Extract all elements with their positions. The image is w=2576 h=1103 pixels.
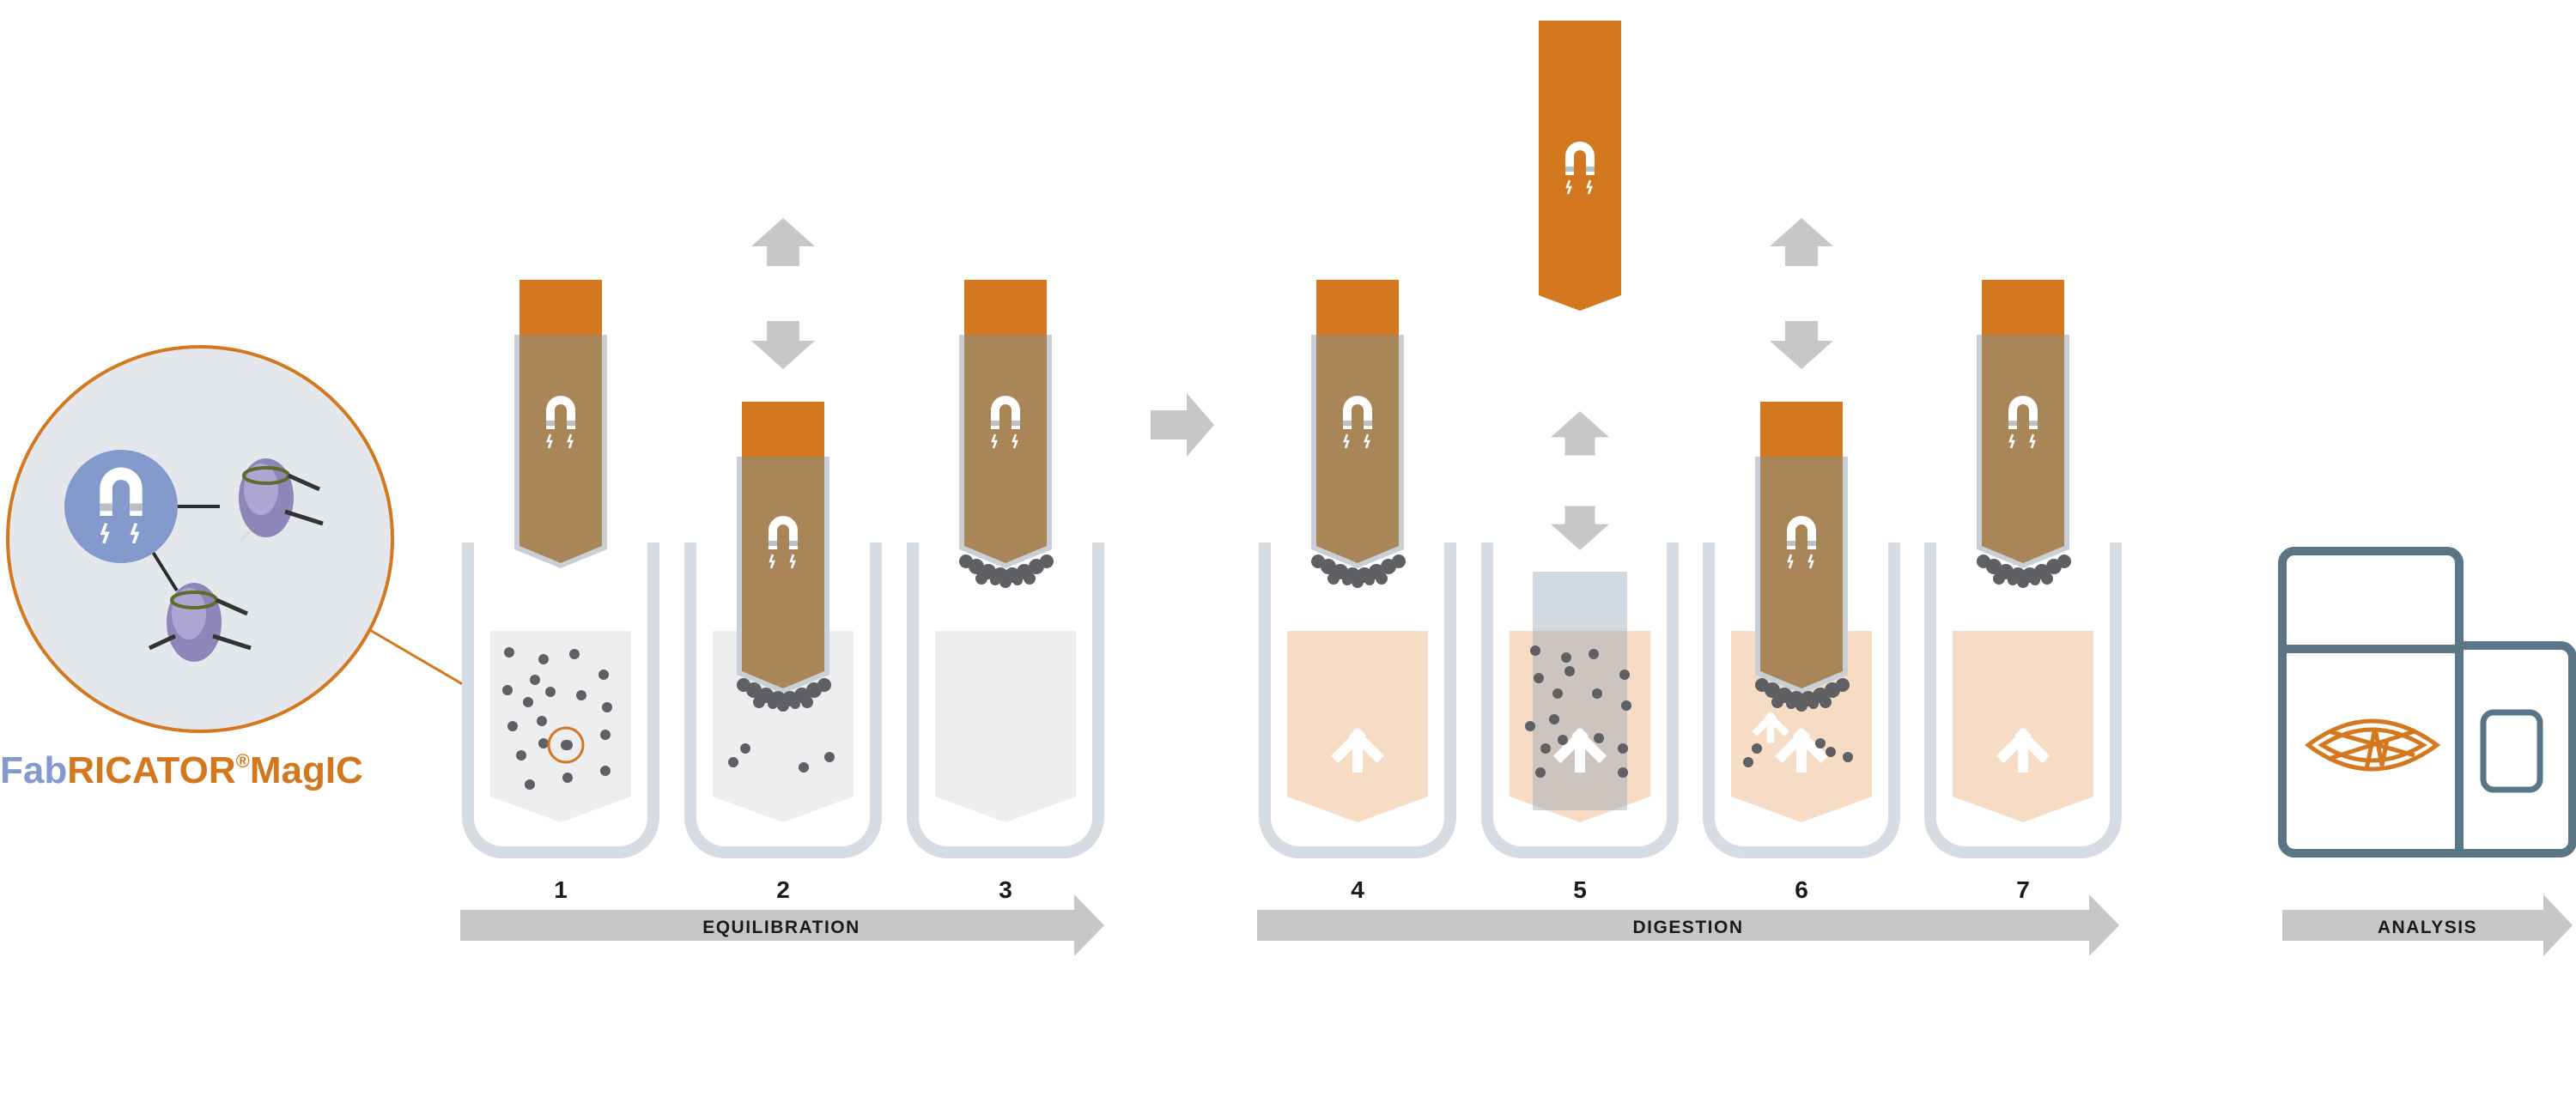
enzyme-icon — [239, 458, 324, 542]
brand-logo: FabRICATOR®MagIC — [0, 749, 363, 791]
step-number-5: 5 — [1573, 876, 1587, 903]
magnetic-rod-3 — [959, 280, 1054, 588]
lab-instrument-icon — [2278, 547, 2576, 858]
phase-arrow-analysis: ANALYSIS — [2282, 894, 2573, 956]
step-number-7: 7 — [2016, 876, 2030, 903]
well-1 — [462, 542, 659, 858]
step-number-1: 1 — [554, 876, 568, 903]
up-down-arrow-icon — [1770, 218, 1833, 369]
phase-arrow-equilibration: EQUILIBRATION — [460, 894, 1104, 956]
right-arrow-icon — [1151, 393, 1214, 457]
well-5 — [1481, 542, 1679, 858]
up-down-arrow-icon — [1550, 411, 1610, 550]
well-3 — [907, 542, 1104, 858]
well-4 — [1259, 542, 1456, 858]
magnet-head-5 — [1539, 21, 1621, 311]
up-down-arrow-icon — [751, 218, 815, 369]
phase-label: ANALYSIS — [2378, 918, 2477, 937]
well-7 — [1924, 542, 2122, 858]
phase-label: DIGESTION — [1632, 918, 1743, 937]
step-number-4: 4 — [1351, 876, 1364, 903]
enzyme-icon — [148, 583, 252, 662]
zoom-detail — [6, 345, 568, 747]
step-number-6: 6 — [1795, 876, 1808, 903]
comb-tip — [1533, 572, 1627, 810]
step-number-3: 3 — [999, 876, 1012, 903]
phase-label: EQUILIBRATION — [702, 918, 860, 937]
magnetic-bead-icon — [64, 450, 178, 563]
magnetic-rod-4 — [1311, 280, 1406, 588]
magnetic-rod-7 — [1977, 280, 2071, 588]
magnetic-rod-1 — [514, 280, 607, 568]
phase-arrow-digestion: DIGESTION — [1257, 894, 2119, 956]
zoom-circle — [6, 345, 394, 733]
magnetic-rod-6 — [1755, 402, 1850, 712]
step-number-2: 2 — [776, 876, 790, 903]
magnetic-rod-2 — [737, 402, 831, 712]
